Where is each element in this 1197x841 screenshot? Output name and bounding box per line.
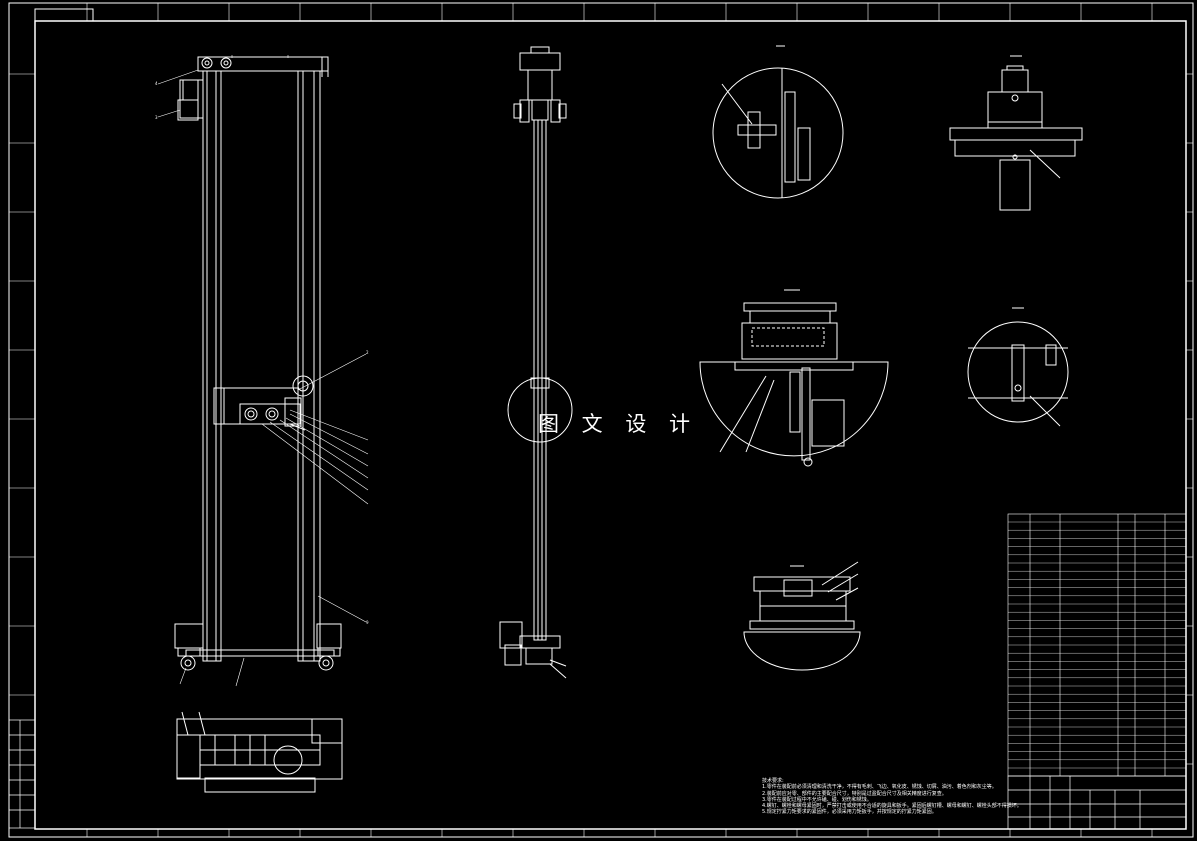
notes-line: 2.装配前应对零、部件的主要配合尺寸，特别是过盈配合尺寸及相关精度进行复查。 <box>762 790 947 797</box>
top-view <box>176 711 343 793</box>
svg-text:9: 9 <box>366 620 369 625</box>
detail-iii <box>699 289 889 467</box>
notes-line: 5.规定拧紧力矩要求的紧固件，必须采用力矩扳手，并按规定的拧紧力矩紧固。 <box>762 809 937 816</box>
svg-text:4: 4 <box>155 81 158 86</box>
svg-text:3: 3 <box>155 115 158 120</box>
revision-block <box>8 719 36 829</box>
inner-border <box>34 20 1187 830</box>
side-view <box>499 46 573 679</box>
notes-line: 1.零件在装配前必须清理和清洗干净，不得有毛刺、飞边、氧化皮、锈蚀、切屑、油污、… <box>762 784 997 791</box>
detail-v <box>743 561 861 671</box>
detail-iv <box>967 307 1069 427</box>
corner-tag <box>34 8 94 22</box>
technical-requirements: 技术要求: 1.零件在装配前必须清理和清洗干净，不得有毛刺、飞边、氧化皮、锈蚀、… <box>762 778 1022 816</box>
notes-title: 技术要求: <box>762 778 784 784</box>
parts-list-rows <box>1008 521 1186 769</box>
detail-i <box>712 45 844 199</box>
notes-line: 3.零件在装配过程中不允许磕、碰、划伤和锈蚀。 <box>762 796 872 803</box>
detail-ii <box>949 55 1083 211</box>
outer-border <box>8 2 1194 838</box>
notes-line: 4.螺钉、螺栓和螺母紧固时，严禁打击或使用不合适的旋具和扳手。紧固后螺钉槽、螺母… <box>762 803 1022 810</box>
front-view: 4 3 2 9 <box>155 55 369 687</box>
svg-text:2: 2 <box>366 350 369 355</box>
watermark-text: 图 文 设 计 <box>538 412 699 436</box>
zone-ticks <box>9 3 1193 837</box>
title-block <box>1007 775 1187 830</box>
